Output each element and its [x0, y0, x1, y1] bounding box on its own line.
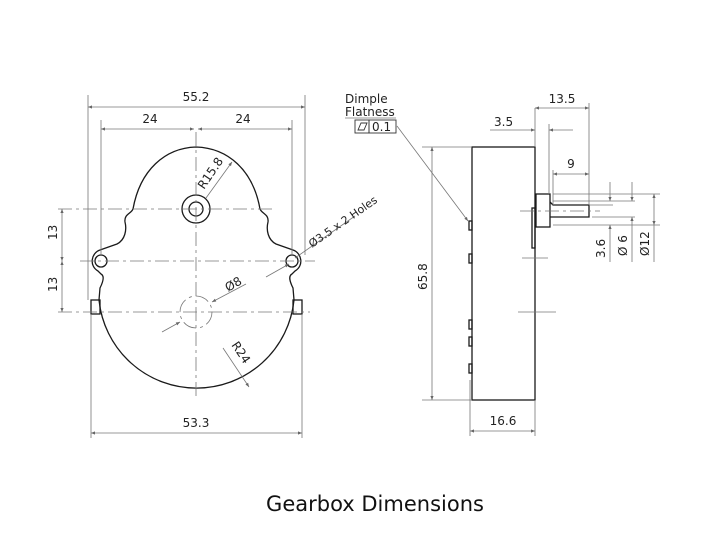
dim-top-radius: R15.8 [195, 155, 226, 192]
side-boss [531, 207, 536, 249]
right-tab [292, 299, 303, 315]
dimple [468, 253, 473, 264]
dim-overall-width: 55.2 [183, 90, 210, 104]
flatness-tolerance: 0.1 [372, 120, 391, 134]
gearbox-side-body [471, 146, 536, 401]
dim-depth: 16.6 [490, 414, 517, 428]
dim-shaft-flat: 3.6 [594, 239, 608, 258]
output-shaft [549, 201, 590, 218]
dim-half-width-left: 24 [142, 112, 157, 126]
dim-height: 65.8 [416, 263, 430, 290]
dimple [468, 220, 473, 231]
dimple-label: Dimple [345, 92, 388, 106]
dim-center-bore: Ø8 [223, 274, 245, 295]
dim-shaft-diameter: Ø 6 [616, 235, 630, 256]
dim-lower-offset: 13 [46, 277, 60, 292]
dim-mounting-holes: Ø3.5 x 2 Holes [306, 193, 380, 250]
dim-hub-diameter: Ø12 [638, 231, 652, 256]
dim-shaft-length: 9 [567, 157, 575, 171]
front-view: 55.2 24 24 R15.8 Ø3.5 x 2 Holes 13 13 Ø8… [46, 90, 380, 438]
left-tab [90, 299, 101, 315]
dim-shaft-total-length: 13.5 [549, 92, 576, 106]
gearbox-front-outline [91, 146, 302, 389]
dim-upper-offset: 13 [46, 225, 60, 240]
shaft-hub [535, 193, 551, 228]
tolerance-box [368, 119, 397, 134]
dimple [468, 319, 473, 330]
flatness-label: Flatness [345, 105, 395, 119]
dim-hub-offset: 3.5 [494, 115, 513, 129]
figure-title: Gearbox Dimensions [266, 492, 484, 516]
dim-half-width-right: 24 [235, 112, 250, 126]
flatness-symbol-box [354, 119, 370, 134]
flatness-icon [357, 122, 368, 131]
side-view: Dimple Flatness 0.1 65.8 16.6 3.5 13.5 9 [345, 92, 660, 436]
dimple [468, 336, 473, 347]
dim-body-width: 53.3 [183, 416, 210, 430]
dimple [468, 363, 473, 374]
